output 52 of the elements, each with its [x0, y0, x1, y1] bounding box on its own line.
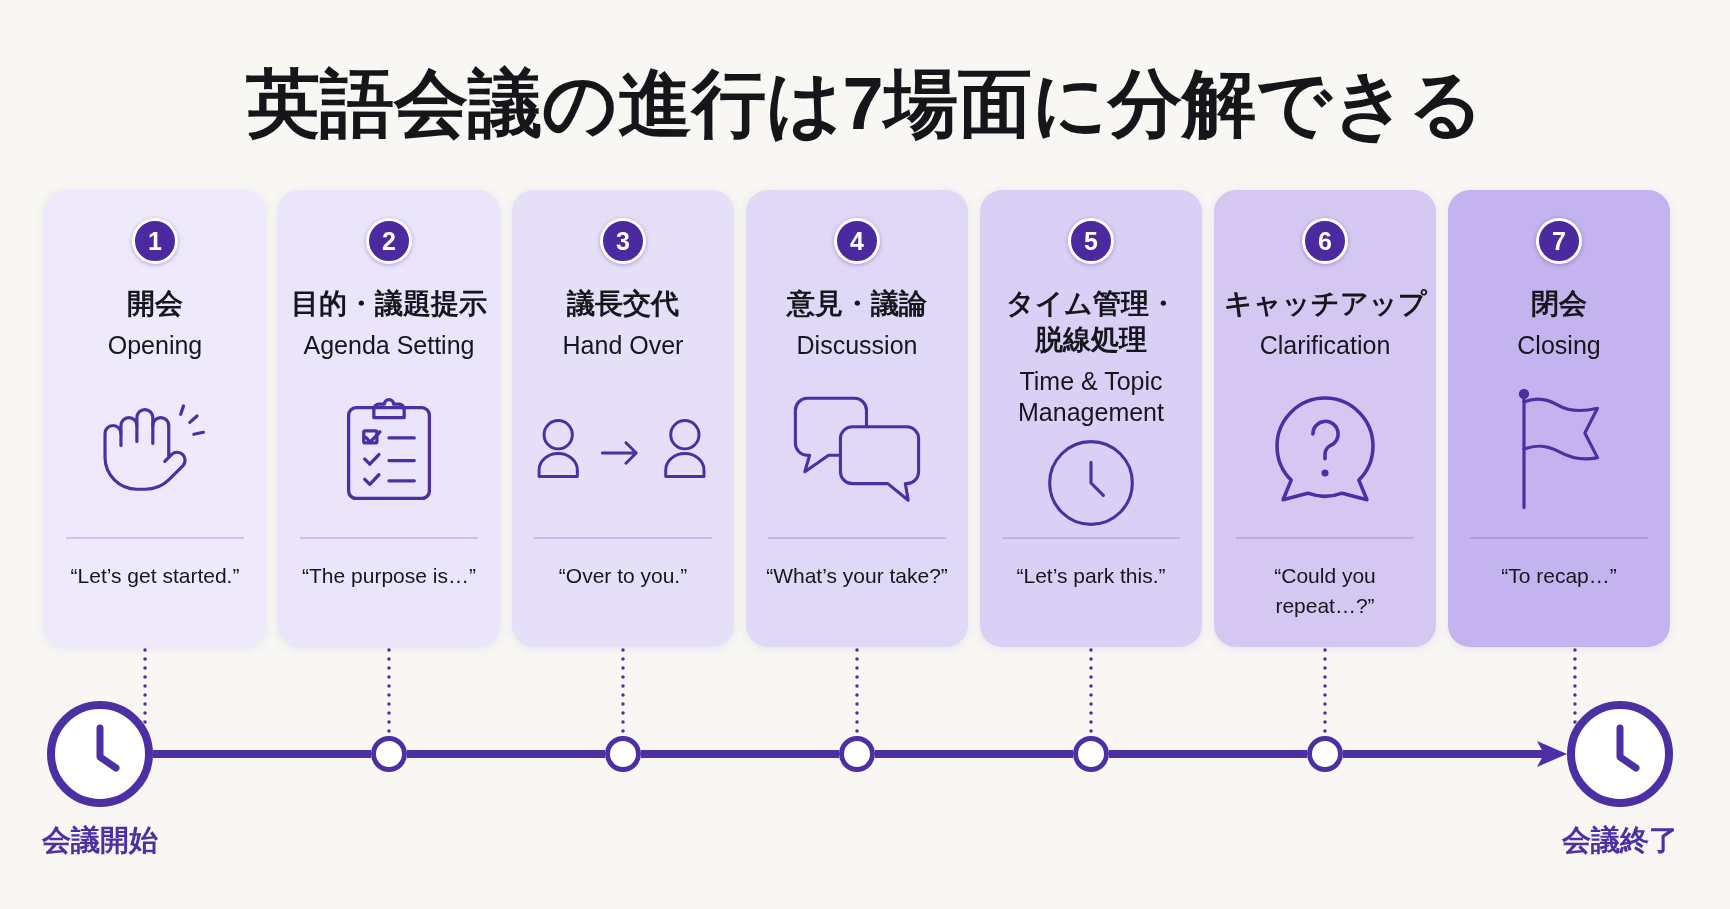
timeline-label: 会議開始: [42, 823, 158, 858]
step-title-ja: 開会: [127, 287, 183, 321]
clock-icon: [47, 701, 153, 807]
step-number-badge: 5: [1068, 218, 1114, 264]
dotted-connector: [387, 648, 391, 735]
dotted-connector: [143, 648, 147, 725]
title: 英語会議の進行は7場面に分解できる: [246, 61, 1484, 147]
dotted-connector: [1573, 648, 1577, 725]
step-title-ja: 意見・議論: [787, 287, 927, 321]
step-number-badge: 3: [600, 218, 646, 264]
example-phrase: “What’s your take?”: [766, 563, 948, 589]
step-title-ja: 閉会: [1531, 287, 1587, 321]
timeline-line: [1109, 750, 1307, 758]
dotted-connector: [621, 648, 625, 735]
example-phrase: “Let’s park this.”: [1016, 563, 1166, 589]
dotted-connector: [1089, 648, 1093, 735]
step-card: [278, 190, 500, 647]
step-card: [746, 190, 968, 647]
timeline-label: 会議終了: [1562, 823, 1678, 858]
step-title-en: Closing: [1517, 330, 1601, 361]
step-title-en: Hand Over: [562, 330, 684, 361]
step-title-en: Agenda Setting: [303, 330, 475, 361]
step-card: [1448, 190, 1670, 647]
step-title-ja: 議長交代: [567, 287, 679, 321]
example-phrase: “Could you repeat…?”: [1273, 563, 1377, 619]
timeline-line: [875, 750, 1073, 758]
step-card: [1214, 190, 1436, 647]
step-title-ja: タイム管理・脱線処理: [1005, 287, 1177, 357]
example-phrase: “Let’s get started.”: [70, 563, 240, 589]
step-title-en: Opening: [107, 330, 203, 361]
timeline-line: [407, 750, 605, 758]
step-number-badge: 7: [1536, 218, 1582, 264]
step-number-badge: 4: [834, 218, 880, 264]
timeline-line: [641, 750, 839, 758]
example-phrase: “The purpose is…”: [302, 563, 476, 589]
step-number-badge: 1: [132, 218, 178, 264]
step-title-ja: 目的・議題提示: [291, 287, 487, 321]
step-title-en: Discussion: [796, 330, 918, 361]
step-card: [980, 190, 1202, 647]
example-phrase: “Over to you.”: [558, 563, 688, 589]
step-card: [44, 190, 266, 647]
step-number-badge: 6: [1302, 218, 1348, 264]
dotted-connector: [1323, 648, 1327, 735]
step-title-en: Clarification: [1259, 330, 1391, 361]
timeline-arrow: [1343, 741, 1567, 767]
step-card: [512, 190, 734, 647]
step-title-ja: キャッチアップ: [1223, 287, 1427, 321]
dotted-connector: [855, 648, 859, 735]
step-number-badge: 2: [366, 218, 412, 264]
clock-icon: [1567, 701, 1673, 807]
step-title-en: Time & Topic Management: [1017, 366, 1165, 428]
example-phrase: “To recap…”: [1501, 563, 1617, 589]
